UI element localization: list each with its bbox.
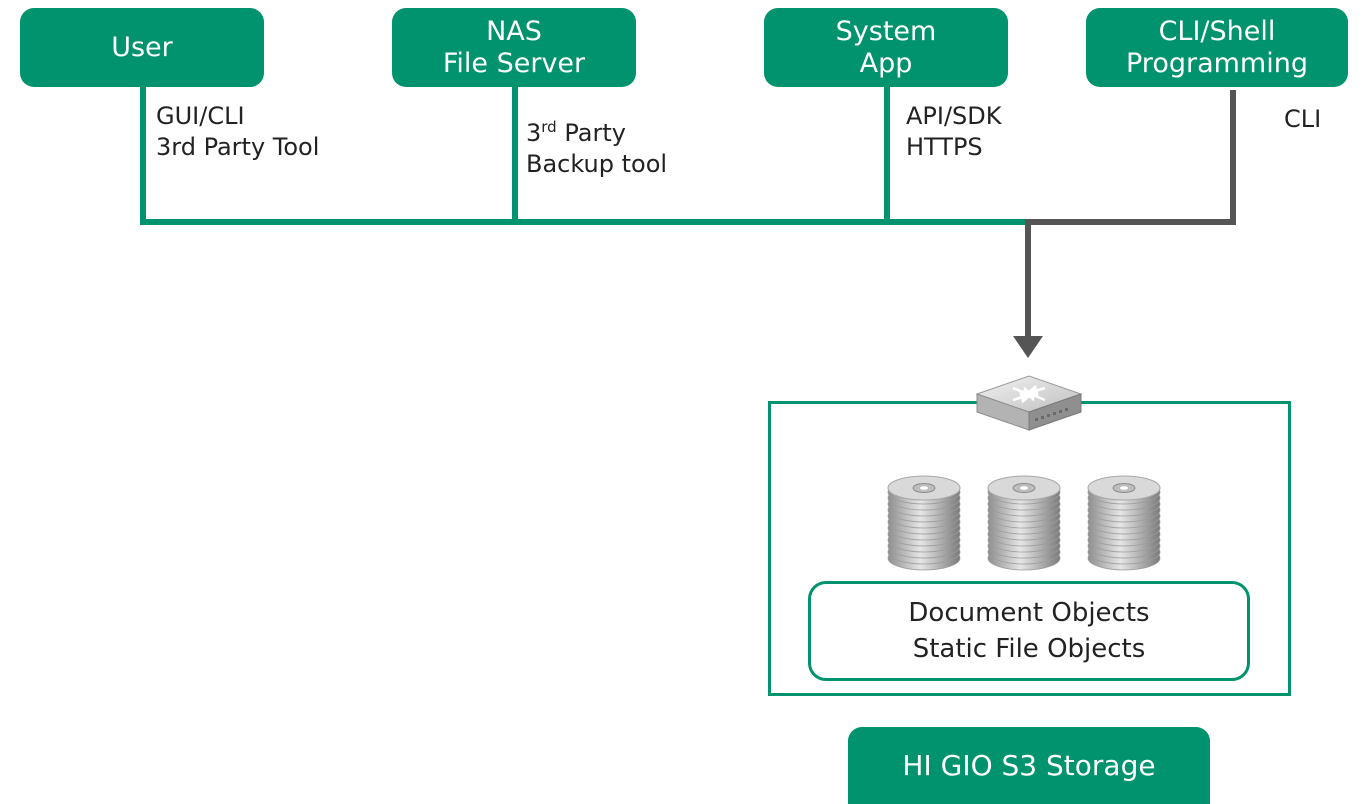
nas-protocol-ordinal-suffix: rd (541, 118, 557, 136)
nas-connector (512, 65, 518, 225)
cli-connector (1230, 90, 1236, 225)
cli-shell-node-line-2: Programming (1126, 47, 1308, 79)
cli-shell-node-line-1: CLI/Shell (1158, 15, 1276, 47)
disk-stack-icon (887, 475, 961, 571)
user-protocol-line-1: GUI/CLI (156, 102, 245, 130)
system-app-protocol-line-2: HTTPS (906, 133, 983, 161)
cli-protocol-line-1: CLI (1284, 105, 1322, 133)
nas-protocol-line-1: 3rd Party (526, 112, 667, 149)
nas-protocol-party: Party (556, 119, 626, 147)
nas-protocol-label: 3rd Party Backup tool (526, 112, 667, 180)
storage-node: HI GIO S3 Storage (848, 727, 1210, 804)
system-app-node-line-1: System (835, 15, 937, 47)
system-app-protocol-line-1: API/SDK (906, 102, 1002, 130)
objects-box: Document Objects Static File Objects (808, 581, 1250, 681)
system-app-node-line-2: App (859, 47, 913, 79)
user-node: User (20, 8, 264, 87)
cli-protocol-label: CLI (1284, 104, 1321, 135)
user-protocol-line-2: 3rd Party Tool (156, 133, 320, 161)
disk-stack-icon (1087, 475, 1161, 571)
cli-shell-node: CLI/Shell Programming (1086, 8, 1348, 87)
user-node-label: User (111, 31, 173, 63)
nas-protocol-line-2: Backup tool (526, 150, 668, 178)
trunk-line (1025, 219, 1031, 341)
system-app-node: System App (764, 8, 1008, 87)
nas-node-line-1: NAS (486, 15, 542, 47)
objects-line-2: Static File Objects (912, 634, 1146, 664)
system-app-protocol-label: API/SDK HTTPS (906, 101, 1002, 163)
network-switch-icon (975, 375, 1083, 431)
system-app-connector (884, 86, 890, 225)
disk-stack-icon (987, 475, 1061, 571)
storage-label: HI GIO S3 Storage (902, 748, 1156, 782)
nas-node: NAS File Server (392, 8, 636, 87)
nas-node-line-2: File Server (442, 47, 586, 79)
objects-line-1: Document Objects (908, 598, 1150, 628)
arrow-down-icon (1013, 336, 1043, 358)
user-connector (140, 85, 146, 225)
nas-protocol-ordinal: 3 (526, 119, 542, 147)
bus-line (140, 219, 1030, 225)
cli-bus-line (1026, 219, 1236, 225)
user-protocol-label: GUI/CLI 3rd Party Tool (156, 101, 319, 163)
